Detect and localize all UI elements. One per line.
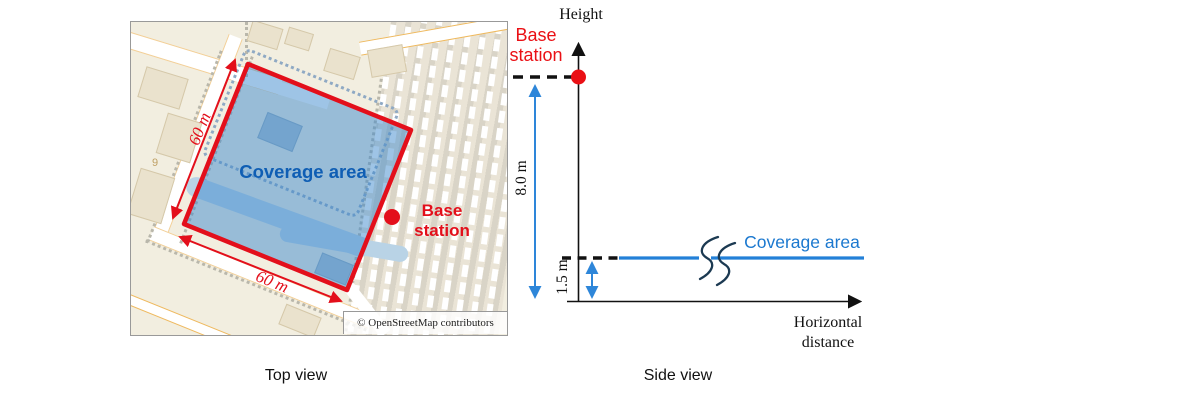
- osm-attribution: © OpenStreetMap contributors: [343, 311, 507, 334]
- caption-side-view: Side view: [643, 367, 713, 384]
- coverage-height-value: 1.5 m: [554, 259, 571, 295]
- horizontal-distance-axis-label: Horizontal distance: [766, 313, 890, 352]
- base-station-label-side-line2: station: [509, 45, 563, 65]
- map-building: [323, 47, 361, 81]
- base-station-height-value: 8.0 m: [513, 160, 530, 196]
- horizontal-distance-line1: Horizontal: [793, 314, 863, 331]
- horizontal-distance-line2: distance: [801, 333, 855, 351]
- base-station-label-side-line1: Base: [515, 25, 557, 45]
- map-building: [137, 66, 189, 110]
- coverage-area-label-map: Coverage area: [239, 161, 367, 182]
- map-building: [246, 22, 284, 51]
- base-station-label-map: Base station: [406, 201, 478, 241]
- map-footpath-dots: [245, 22, 248, 77]
- map-building: [283, 26, 315, 52]
- caption-top-view: Top view: [264, 367, 328, 384]
- base-station-dot-side: [571, 69, 586, 85]
- base-station-label-map-line1: Base: [421, 201, 463, 220]
- break-mark: [698, 235, 720, 281]
- map-building: [314, 252, 354, 286]
- map-house-number: 9: [152, 157, 159, 169]
- railway-dashes: [463, 23, 507, 335]
- height-axis-label: Height: [559, 6, 603, 23]
- base-station-label-map-line2: station: [414, 221, 470, 240]
- coverage-area-label-side: Coverage area: [744, 232, 860, 252]
- map-road: [131, 287, 239, 335]
- base-station-label-side: Base station: [500, 25, 572, 65]
